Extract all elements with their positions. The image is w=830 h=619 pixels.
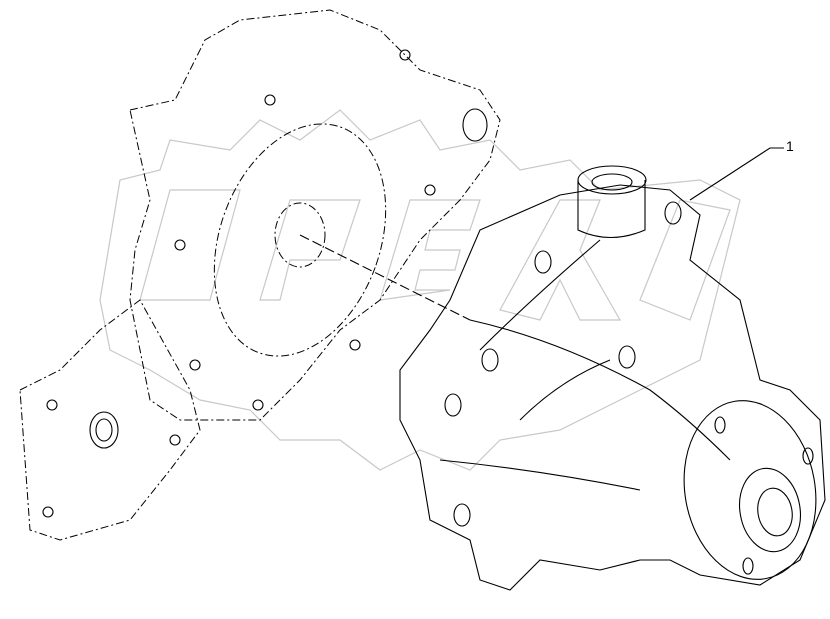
water-pump-body — [399, 165, 826, 591]
mounting-plate-dashed — [19, 49, 488, 541]
callout-label-1: 1 — [786, 138, 794, 154]
gasket-dashed-outline — [129, 9, 501, 421]
center-axis-line — [299, 234, 471, 321]
callout-leader-1 — [689, 147, 784, 201]
watermark-logo — [99, 109, 741, 471]
